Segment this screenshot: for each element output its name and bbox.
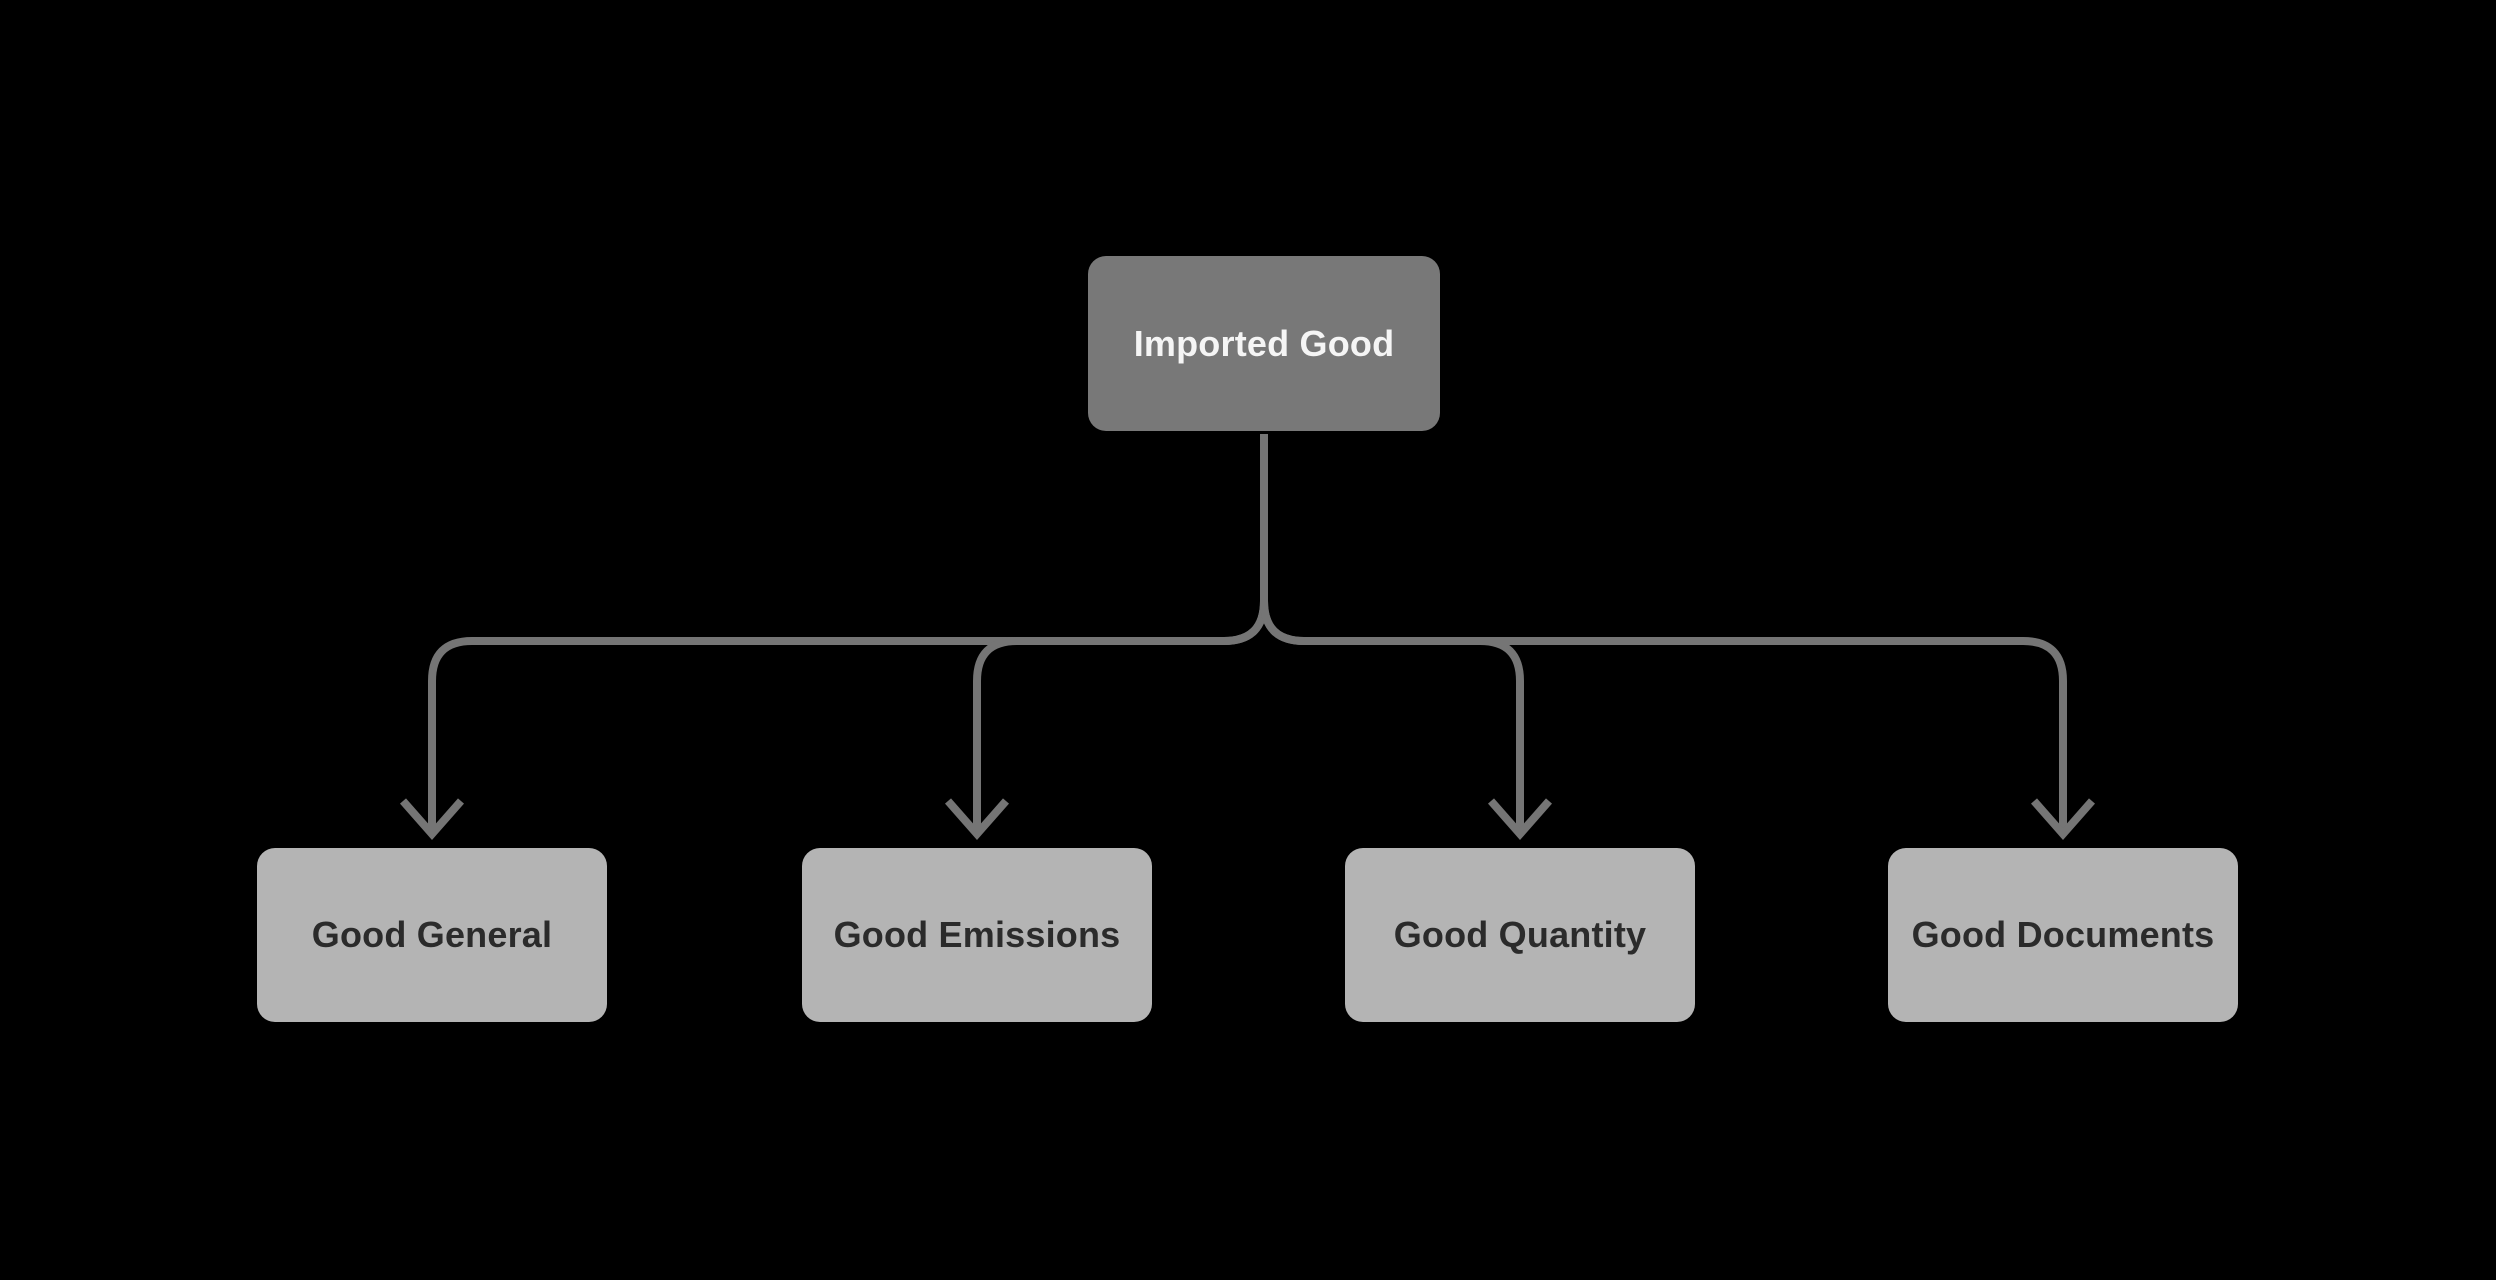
arrow-down-icon — [2030, 798, 2096, 841]
node-imported-good: Imported Good — [1088, 256, 1440, 431]
node-good-documents-label: Good Documents — [1911, 914, 2215, 955]
node-good-emissions: Good Emissions — [802, 848, 1152, 1022]
node-good-documents: Good Documents — [1888, 848, 2238, 1022]
connector-root-to-good-general — [428, 434, 1268, 834]
node-good-quantity-label: Good Quantity — [1393, 914, 1647, 955]
node-good-general: Good General — [257, 848, 607, 1022]
connector-root-to-good-quantity — [1260, 434, 1524, 834]
connector-root-to-good-emissions — [973, 434, 1268, 834]
node-imported-good-label: Imported Good — [1133, 322, 1395, 364]
arrow-down-icon — [399, 798, 465, 841]
connector-root-to-good-documents — [1260, 434, 2067, 834]
node-good-quantity: Good Quantity — [1345, 848, 1695, 1022]
arrow-down-icon — [944, 798, 1010, 841]
arrow-down-icon — [1487, 798, 1553, 841]
node-good-general-label: Good General — [311, 914, 553, 955]
node-good-emissions-label: Good Emissions — [833, 914, 1121, 955]
